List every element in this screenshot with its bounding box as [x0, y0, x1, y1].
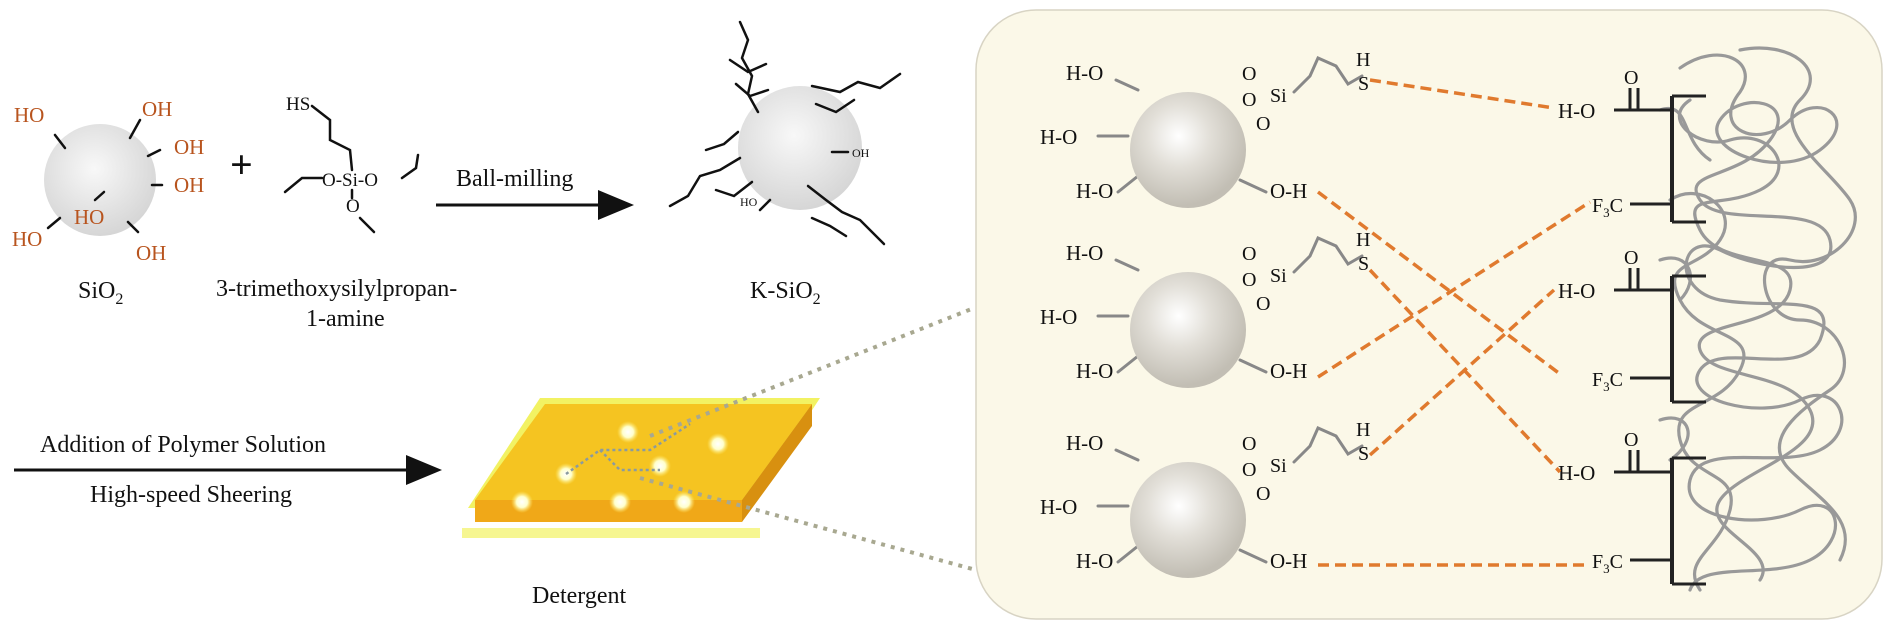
k-sio2-particle: OH HO K-SiO2 — [668, 20, 902, 308]
surface-hydroxyl: O-H — [1270, 359, 1307, 383]
thiol-hydrogen: H — [1356, 229, 1370, 251]
surface-hydroxyl: H-O — [1040, 495, 1077, 519]
sio2-hydroxyl: HO — [12, 227, 42, 251]
sio2-hydroxyl: OH — [174, 135, 204, 159]
carboxyl-hydroxyl: H-O — [1558, 99, 1595, 123]
siloxane-oxygen: O — [1256, 293, 1270, 315]
silica-sphere — [1130, 272, 1246, 388]
silicon-atom: Si — [1270, 85, 1287, 107]
thiol-hydrogen: H — [1356, 419, 1370, 441]
surface-hydroxyl: H-O — [1076, 359, 1113, 383]
plus-sign: + — [230, 142, 253, 187]
carboxyl-hydroxyl: H-O — [1558, 461, 1595, 485]
sio2-sphere — [44, 124, 156, 236]
siloxane-oxygen: O — [1242, 459, 1256, 481]
surface-hydroxyl: H-O — [1040, 305, 1077, 329]
sio2-hydroxyl: HO — [14, 103, 44, 127]
sio2-hydroxyl: OH — [174, 173, 204, 197]
reagent-atom: HS — [286, 94, 310, 115]
h-bond-line — [1368, 288, 1556, 457]
h-bond-line — [1369, 78, 1555, 110]
polymer-addition-arrow: Addition of Polymer Solution High-speed … — [14, 432, 442, 508]
reagent-name: 1-amine — [306, 306, 385, 332]
surface-hydroxyl: O-H — [1270, 179, 1307, 203]
k-sio2-hydroxyl: HO — [740, 195, 758, 209]
sio2-label: SiO2 — [78, 278, 123, 308]
polymer-functional-group: O H-O F3C — [1558, 247, 1706, 404]
sparkle-particles — [511, 421, 729, 513]
zoom-leader-line — [639, 476, 977, 572]
sio2-hydroxyl: OH — [142, 97, 172, 121]
zoom-leader-line — [649, 306, 975, 438]
trifluoromethyl-group: F3C — [1592, 369, 1623, 394]
trifluoromethyl-group: F3C — [1592, 195, 1623, 220]
silica-sphere — [1130, 462, 1246, 578]
ball-milling-arrow: Ball-milling — [436, 166, 634, 220]
reagent-atom: O-Si-O — [322, 170, 378, 191]
trifluoromethyl-group: F3C — [1592, 551, 1623, 576]
reagent-name: 3-trimethoxysilylpropan- — [216, 276, 457, 302]
sio2-particle: HO OH OH OH HO HO OH SiO2 — [12, 97, 204, 308]
polymer-functional-group: O H-O F3C — [1558, 67, 1706, 224]
polymer-chain — [1658, 46, 1857, 592]
polymer-functional-group: O H-O F3C — [1558, 429, 1706, 586]
surface-hydroxyl: H-O — [1076, 549, 1113, 573]
detergent-slab: Detergent — [462, 398, 820, 609]
hydrogen-bonds — [1316, 78, 1591, 567]
thiol-sulfur: S — [1358, 73, 1369, 95]
arrow-label-bottom: High-speed Sheering — [90, 482, 292, 508]
carbonyl-oxygen: O — [1624, 429, 1638, 451]
thiol-sulfur: S — [1358, 443, 1369, 465]
carbonyl-oxygen: O — [1624, 67, 1638, 89]
k-sio2-hydroxyl: OH — [852, 146, 870, 160]
siloxane-oxygen: O — [1242, 63, 1256, 85]
arrow-label: Ball-milling — [456, 166, 573, 192]
thiol-sulfur: S — [1358, 253, 1369, 275]
sio2-hydroxyl: HO — [74, 205, 104, 229]
surface-hydroxyl: H-O — [1076, 179, 1113, 203]
surface-hydroxyl: H-O — [1066, 431, 1103, 455]
siloxane-oxygen: O — [1256, 483, 1270, 505]
siloxane-oxygen: O — [1242, 433, 1256, 455]
thiol-hydrogen: H — [1356, 49, 1370, 71]
silicon-atom: Si — [1270, 265, 1287, 287]
reagent-molecule: HS O-Si-O O 3-trimethoxysilylpropan- 1-a… — [216, 94, 457, 332]
surface-hydroxyl: H-O — [1040, 125, 1077, 149]
siloxane-oxygen: O — [1242, 89, 1256, 111]
siloxane-oxygen: O — [1242, 269, 1256, 291]
carboxyl-hydroxyl: H-O — [1558, 279, 1595, 303]
detergent-label: Detergent — [532, 583, 627, 609]
h-bond-line — [1317, 200, 1591, 379]
carbonyl-oxygen: O — [1624, 247, 1638, 269]
siloxane-oxygen: O — [1242, 243, 1256, 265]
reagent-atom: O — [346, 196, 360, 217]
surface-hydroxyl: O-H — [1270, 549, 1307, 573]
k-sio2-sphere — [738, 86, 862, 210]
surface-hydroxyl: H-O — [1066, 241, 1103, 265]
silicon-atom: Si — [1270, 455, 1287, 477]
arrow-label-top: Addition of Polymer Solution — [40, 432, 326, 458]
silica-sphere — [1130, 92, 1246, 208]
surface-hydroxyl: H-O — [1066, 61, 1103, 85]
sio2-hydroxyl: OH — [136, 241, 166, 265]
siloxane-oxygen: O — [1256, 113, 1270, 135]
k-sio2-label: K-SiO2 — [750, 278, 821, 308]
